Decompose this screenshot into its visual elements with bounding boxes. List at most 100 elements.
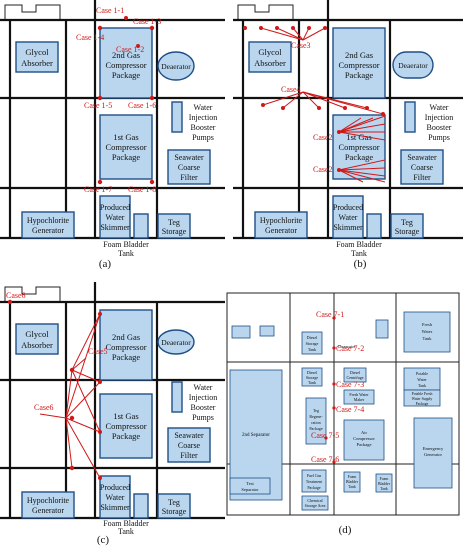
layout-d: 2nd Separator Diesel Storage Tank Deaera… bbox=[226, 292, 460, 516]
svg-text:Compressor: Compressor bbox=[353, 436, 375, 441]
svg-text:Compressor: Compressor bbox=[105, 60, 146, 70]
svg-text:Coarse: Coarse bbox=[178, 441, 201, 450]
svg-text:Case6: Case6 bbox=[6, 291, 26, 300]
svg-text:Tank: Tank bbox=[308, 347, 317, 352]
svg-text:Filter: Filter bbox=[413, 173, 431, 182]
svg-text:2nd Gas: 2nd Gas bbox=[345, 50, 373, 60]
svg-text:Water: Water bbox=[430, 103, 449, 112]
svg-text:Filter: Filter bbox=[180, 173, 198, 182]
svg-text:Seawater: Seawater bbox=[174, 431, 204, 440]
svg-text:Glycol: Glycol bbox=[25, 47, 49, 57]
svg-text:Case 1-6: Case 1-6 bbox=[128, 101, 156, 110]
svg-text:Package: Package bbox=[112, 352, 141, 362]
svg-text:Bladder: Bladder bbox=[378, 482, 391, 486]
svg-text:Tank: Tank bbox=[423, 336, 433, 341]
caption-c: (c) bbox=[96, 534, 110, 546]
layout-c: Glycol Absorber 2nd Gas Compressor Packa… bbox=[0, 282, 225, 534]
svg-text:Treatment: Treatment bbox=[306, 479, 323, 484]
svg-text:Hypochlorite: Hypochlorite bbox=[260, 216, 303, 225]
svg-text:Injection: Injection bbox=[425, 113, 453, 122]
svg-text:Case 1-7: Case 1-7 bbox=[84, 185, 112, 194]
svg-text:Compressor: Compressor bbox=[105, 342, 146, 352]
svg-text:Centrifuge: Centrifuge bbox=[346, 375, 363, 380]
svg-text:Fresh: Fresh bbox=[422, 322, 433, 327]
foam-bladder-tank bbox=[133, 213, 149, 239]
leak-cases-c: Case6 Case5 Case6 bbox=[6, 291, 108, 480]
svg-text:Package: Package bbox=[112, 152, 141, 162]
svg-text:Deaerator: Deaerator bbox=[161, 62, 191, 71]
svg-text:Storage: Storage bbox=[306, 375, 318, 380]
svg-text:Case 1-2: Case 1-2 bbox=[116, 45, 144, 54]
svg-text:Deaerator: Deaerator bbox=[338, 344, 356, 349]
svg-text:Potable Fresh: Potable Fresh bbox=[412, 392, 433, 396]
svg-text:Deaerator: Deaerator bbox=[398, 61, 428, 70]
deck-outline bbox=[4, 4, 61, 20]
teg-storage bbox=[157, 213, 191, 239]
svg-text:Water: Water bbox=[422, 329, 433, 334]
leak-cases-a: Case 1-1 Case 1-3 Case 1-4 Case 1-2 Case… bbox=[76, 6, 161, 194]
svg-text:Water: Water bbox=[106, 213, 125, 222]
compressor-2 bbox=[99, 27, 153, 99]
svg-text:1st Gas: 1st Gas bbox=[346, 132, 371, 142]
svg-text:Case 1-5: Case 1-5 bbox=[84, 101, 112, 110]
hypochlorite-generator bbox=[21, 211, 75, 239]
svg-text:Tank: Tank bbox=[351, 249, 367, 258]
svg-text:Seawater: Seawater bbox=[174, 153, 204, 162]
svg-text:Injection: Injection bbox=[189, 113, 217, 122]
svg-text:Absorber: Absorber bbox=[254, 58, 286, 68]
svg-text:Hypochlorite: Hypochlorite bbox=[27, 216, 70, 225]
svg-text:Air: Air bbox=[361, 430, 368, 435]
svg-text:Teg: Teg bbox=[168, 218, 180, 227]
svg-text:Teg: Teg bbox=[401, 218, 413, 227]
svg-text:Compressor: Compressor bbox=[338, 60, 379, 70]
svg-text:Produced: Produced bbox=[100, 483, 130, 492]
svg-text:Produced: Produced bbox=[100, 203, 130, 212]
svg-text:Absorber: Absorber bbox=[21, 58, 53, 68]
svg-text:Absorber: Absorber bbox=[21, 340, 53, 350]
svg-text:Case 7-3: Case 7-3 bbox=[336, 380, 364, 389]
svg-text:Fresh Water: Fresh Water bbox=[349, 392, 369, 397]
svg-text:Storage: Storage bbox=[162, 507, 187, 516]
svg-text:2nd Gas: 2nd Gas bbox=[112, 332, 140, 342]
svg-text:Case 7-2: Case 7-2 bbox=[336, 344, 364, 353]
svg-text:Foam Bladder: Foam Bladder bbox=[103, 519, 149, 528]
svg-text:Package: Package bbox=[416, 402, 429, 406]
svg-text:Case 1-8: Case 1-8 bbox=[128, 185, 156, 194]
svg-text:Tank: Tank bbox=[118, 527, 134, 534]
svg-text:Generator: Generator bbox=[32, 506, 64, 515]
svg-text:ration: ration bbox=[311, 420, 320, 425]
svg-text:Fuel Gas: Fuel Gas bbox=[307, 473, 322, 478]
svg-text:Compressor: Compressor bbox=[105, 421, 146, 431]
svg-text:Tank: Tank bbox=[380, 487, 388, 491]
svg-text:Case2: Case2 bbox=[313, 133, 333, 142]
svg-text:Filter: Filter bbox=[180, 451, 198, 460]
svg-text:Pumps: Pumps bbox=[192, 413, 214, 422]
svg-text:Water: Water bbox=[194, 383, 213, 392]
svg-text:Generator: Generator bbox=[32, 226, 64, 235]
svg-text:Case 7-6: Case 7-6 bbox=[311, 455, 339, 464]
panel-a: Glycol Absorber 2nd Gas Compressor Packa… bbox=[0, 0, 225, 270]
svg-text:Hypochlorite: Hypochlorite bbox=[27, 496, 70, 505]
panel-c: Glycol Absorber 2nd Gas Compressor Packa… bbox=[0, 282, 225, 550]
svg-text:2nd Separator: 2nd Separator bbox=[242, 433, 270, 438]
svg-text:Package: Package bbox=[307, 485, 321, 490]
svg-text:Water Supply: Water Supply bbox=[412, 397, 433, 401]
svg-text:Booster: Booster bbox=[427, 123, 452, 132]
svg-text:Glycol: Glycol bbox=[25, 329, 49, 339]
svg-text:Teg: Teg bbox=[313, 408, 319, 413]
svg-text:Storage: Storage bbox=[162, 227, 187, 236]
svg-text:Water: Water bbox=[339, 213, 358, 222]
leak-cases-b: Case3 Case4 Case2 Case2 bbox=[243, 26, 386, 183]
leak-cases-d: Case 7-1 Case 7-2 Case 7-3 Case 7-4 Case… bbox=[311, 310, 364, 464]
svg-text:Tank: Tank bbox=[308, 380, 316, 385]
svg-text:Package: Package bbox=[345, 152, 374, 162]
svg-text:Deaerator: Deaerator bbox=[161, 338, 191, 347]
svg-text:Diesel: Diesel bbox=[307, 370, 318, 375]
svg-text:Injection: Injection bbox=[189, 393, 217, 402]
produced-water-skimmer bbox=[99, 195, 131, 239]
svg-text:Diesel: Diesel bbox=[307, 335, 319, 340]
svg-text:Package: Package bbox=[112, 431, 141, 441]
svg-text:1st Gas: 1st Gas bbox=[113, 132, 138, 142]
svg-text:2nd Gas: 2nd Gas bbox=[112, 50, 140, 60]
svg-text:Booster: Booster bbox=[191, 123, 216, 132]
